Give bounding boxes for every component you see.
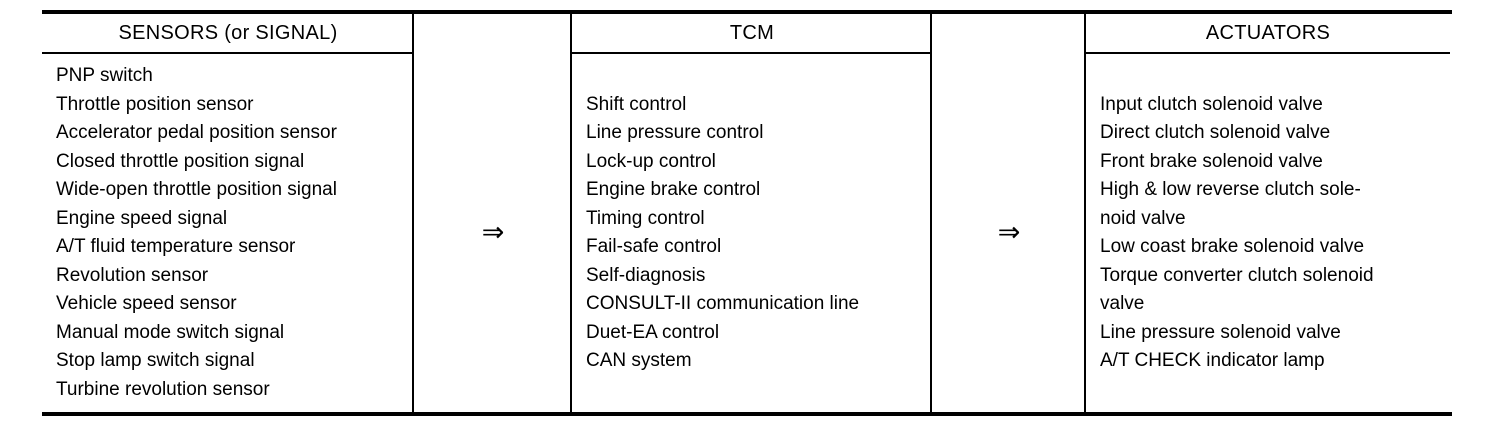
actuators-list: Input clutch solenoid valve Direct clutc… (1086, 54, 1450, 412)
list-item: Front brake solenoid valve (1100, 150, 1323, 172)
list-item: Duet-EA control (586, 321, 720, 343)
list-item: A/T fluid temperature sensor (56, 236, 296, 257)
list-item: Stop lamp switch signal (56, 350, 255, 371)
column-arrow-tcm-to-actuators: ⇒ (932, 14, 1086, 412)
tcm-list: Shift control Line pressure control Lock… (572, 54, 932, 412)
list-item: Shift control (586, 93, 687, 115)
list-item: noid valve (1100, 207, 1186, 229)
list-item: Manual mode switch signal (56, 321, 285, 343)
double-right-arrow-icon: ⇒ (481, 216, 505, 248)
list-item: Wide-open throttle position signal (56, 179, 337, 200)
column-header-arrow-1 (414, 14, 572, 52)
list-item: Low coast brake solenoid valve (1100, 236, 1365, 257)
list-item: Direct clutch solenoid valve (1100, 122, 1331, 143)
system-flow-diagram: SENSORS (or SIGNAL) PNP switch Throttle … (42, 10, 1452, 416)
list-item: High & low reverse clutch sole- (1100, 179, 1361, 200)
list-item: CAN system (586, 350, 692, 371)
list-item: Fail-safe control (586, 236, 722, 257)
list-item: A/T CHECK indicator lamp (1100, 350, 1325, 371)
column-header-actuators: ACTUATORS (1086, 14, 1450, 54)
list-item: Timing control (586, 207, 705, 229)
column-sensors: SENSORS (or SIGNAL) PNP switch Throttle … (42, 14, 414, 412)
list-item: Self-diagnosis (586, 264, 706, 286)
list-item: Line pressure control (586, 122, 764, 143)
arrow-cell-1: ⇒ (414, 52, 572, 412)
list-item: Lock-up control (586, 150, 716, 172)
table-top-rule (42, 10, 1452, 14)
list-item: PNP switch (56, 65, 153, 86)
column-tcm: TCM Shift control Line pressure control … (572, 14, 932, 412)
column-arrow-sensors-to-tcm: ⇒ (414, 14, 572, 412)
list-item: Closed throttle position signal (56, 150, 305, 172)
table-body: SENSORS (or SIGNAL) PNP switch Throttle … (42, 14, 1452, 412)
list-item: Turbine revolution sensor (56, 378, 270, 400)
column-header-sensors: SENSORS (or SIGNAL) (42, 14, 414, 54)
list-item: Throttle position sensor (56, 93, 254, 115)
column-header-arrow-2 (932, 14, 1086, 52)
list-item: Engine brake control (586, 179, 761, 200)
list-item: Revolution sensor (56, 264, 209, 286)
list-item: Line pressure solenoid valve (1100, 321, 1341, 343)
column-header-tcm: TCM (572, 14, 932, 54)
double-right-arrow-icon: ⇒ (997, 216, 1021, 248)
arrow-cell-2: ⇒ (932, 52, 1086, 412)
list-item: Engine speed signal (56, 207, 228, 229)
list-item: Vehicle speed sensor (56, 293, 237, 314)
list-item: Accelerator pedal position sensor (56, 122, 337, 143)
column-actuators: ACTUATORS Input clutch solenoid valve Di… (1086, 14, 1450, 412)
table-bottom-rule (42, 412, 1452, 416)
list-item: Input clutch solenoid valve (1100, 93, 1323, 115)
list-item: valve (1100, 293, 1145, 314)
list-item: CONSULT-II communication line (586, 293, 860, 314)
list-item: Torque converter clutch solenoid (1100, 264, 1374, 286)
sensors-list: PNP switch Throttle position sensor Acce… (42, 54, 414, 412)
